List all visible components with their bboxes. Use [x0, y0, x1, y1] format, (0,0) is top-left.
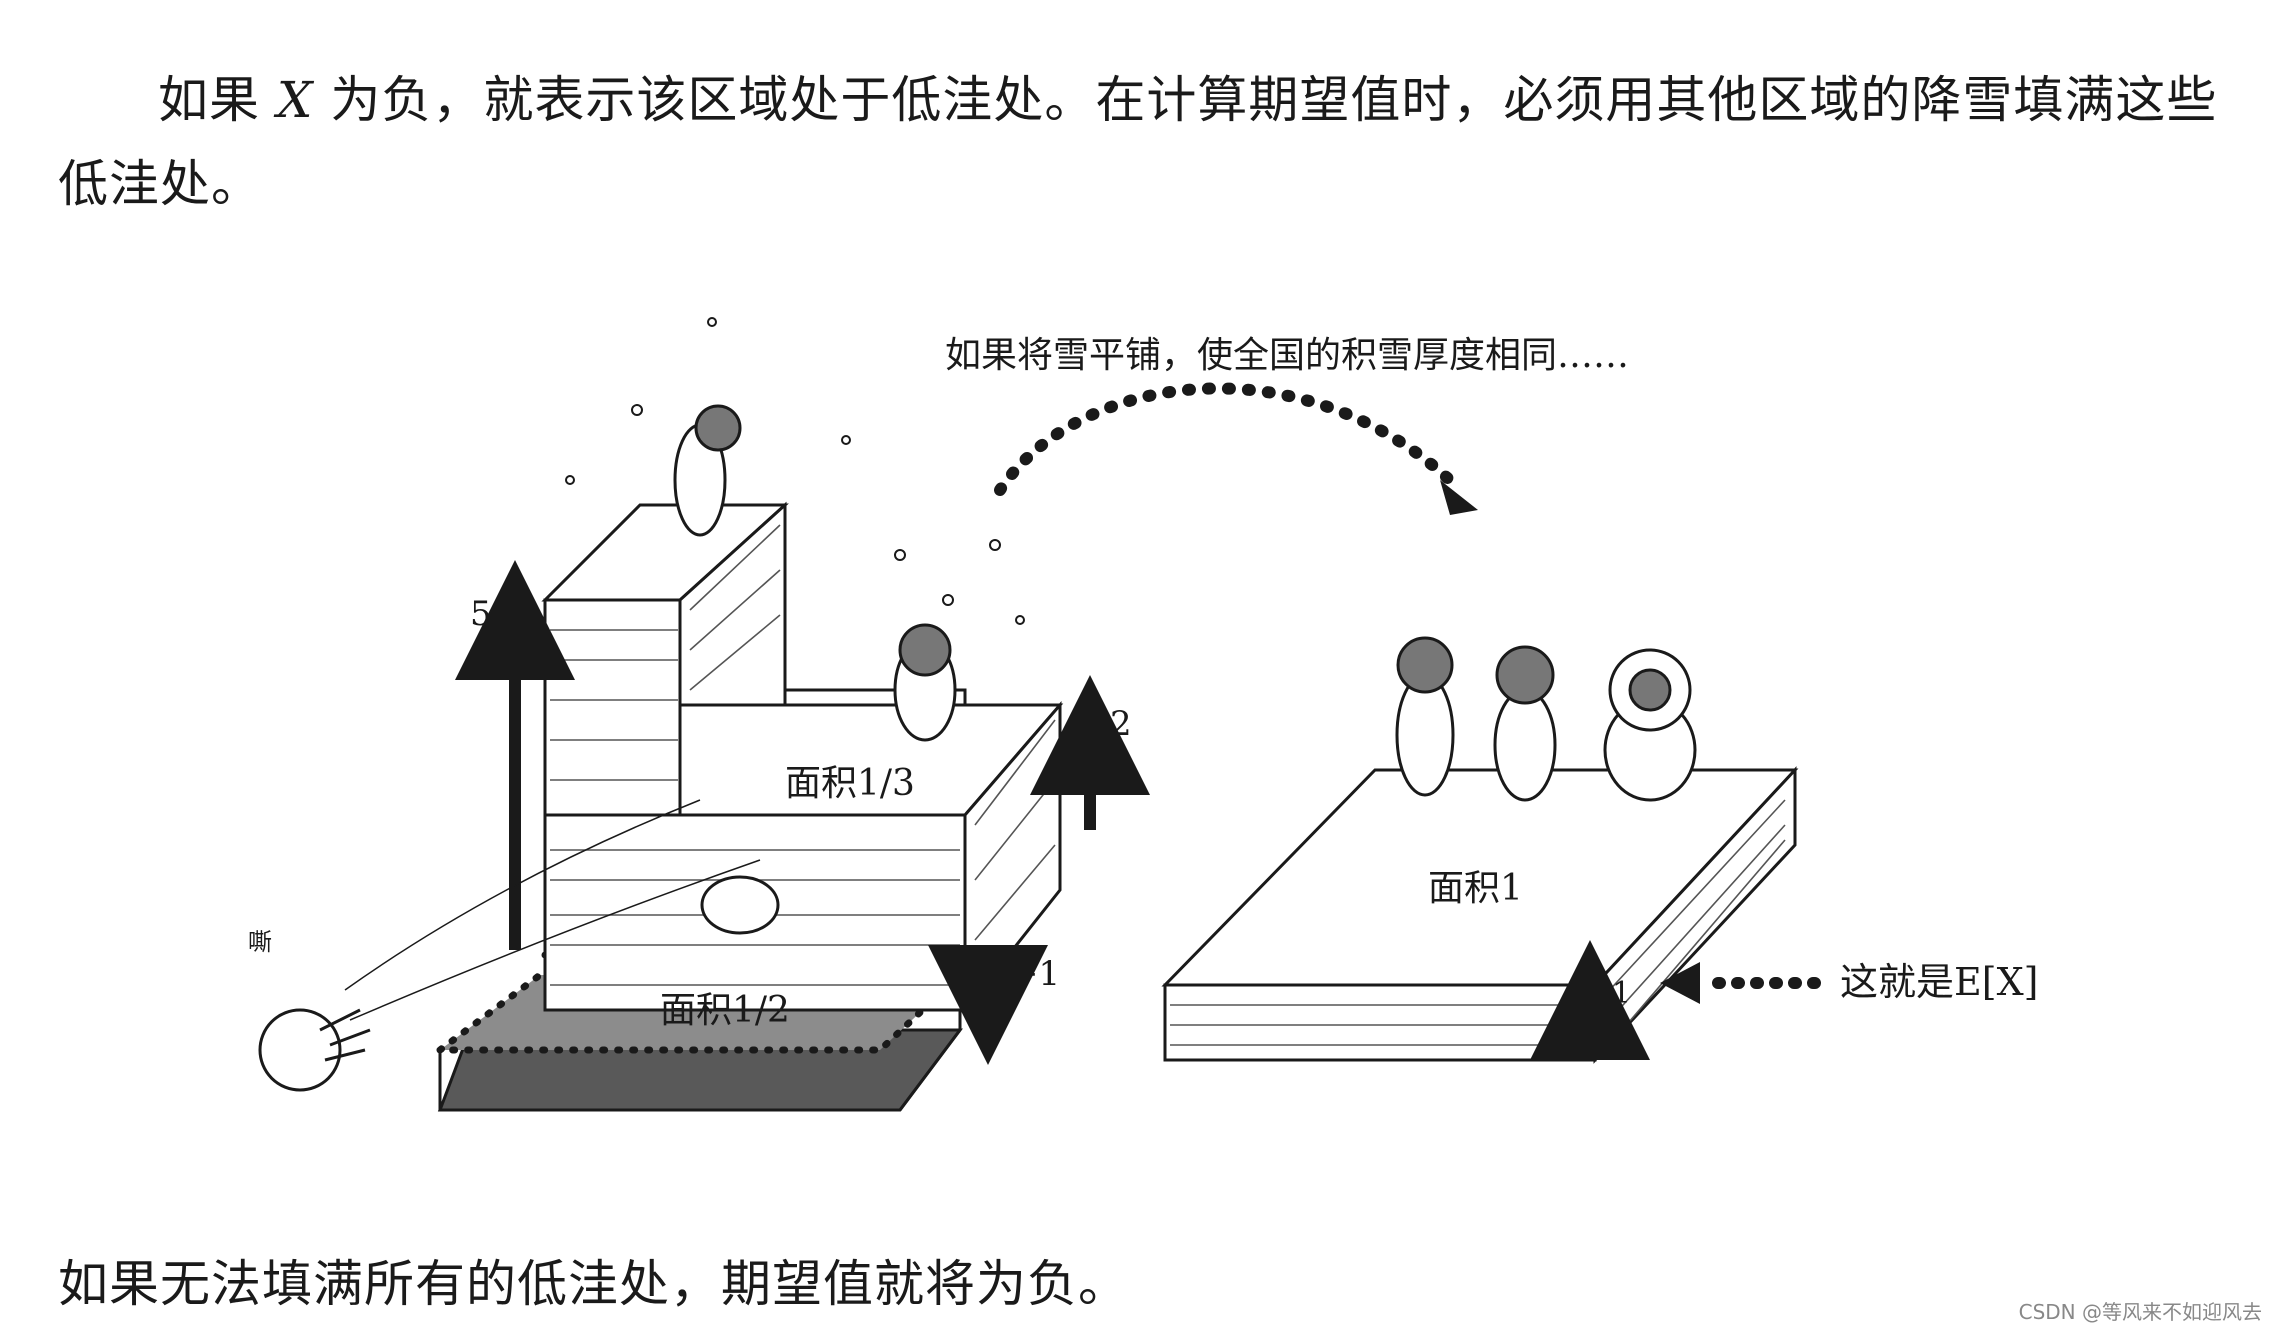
caption-spread-snow: 如果将雪平铺，使全国的积雪厚度相同……: [945, 335, 1629, 376]
character-right-3: [1603, 648, 1697, 802]
character-on-step: [893, 623, 957, 742]
para-top-before: 如果: [158, 71, 260, 129]
character-on-column: [673, 404, 742, 537]
character-rolling: [258, 1008, 371, 1092]
character-right-2: [1493, 645, 1557, 802]
left-snow-block: 5 2 −1 面积1/3 面积1/2 嘶: [248, 317, 1150, 1112]
column-5-front: [543, 598, 682, 817]
area-half-label: 面积1/2: [660, 990, 790, 1031]
dotted-arrow: [994, 382, 1466, 496]
flat-front: [1163, 983, 1597, 1062]
column-5-side: [678, 501, 787, 707]
label-neg1: −1: [1010, 954, 1060, 994]
expectation-label: 这就是E[X]: [1840, 960, 2038, 1004]
label-2: 2: [1110, 704, 1132, 744]
label-1: 1: [1612, 976, 1631, 1011]
paragraph-conclusion: 如果无法填满所有的低洼处，期望值就将为负。: [58, 1255, 1129, 1313]
paragraph-intro: 如果 X 为负，就表示该区域处于低洼处。在计算期望值时，必须用其他区域的降雪填满…: [58, 58, 2238, 226]
character-falling: [700, 875, 780, 935]
watermark: CSDN @等风来不如迎风去: [2018, 1300, 2262, 1324]
area-1-label: 面积1: [1428, 868, 1523, 909]
right-flat-block: 面积1 1 这就是E[X]: [1161, 636, 2038, 1064]
para-top-after: 为负，就表示该区域处于低洼处。在计算期望值时，必须用其他区域的降雪填满这些低洼处…: [58, 71, 2218, 213]
label-5: 5: [470, 594, 492, 634]
math-variable-x: X: [276, 71, 314, 129]
sound-effect: 嘶: [248, 928, 272, 956]
area-third-label: 面积1/3: [785, 763, 915, 804]
character-right-1: [1395, 636, 1455, 797]
